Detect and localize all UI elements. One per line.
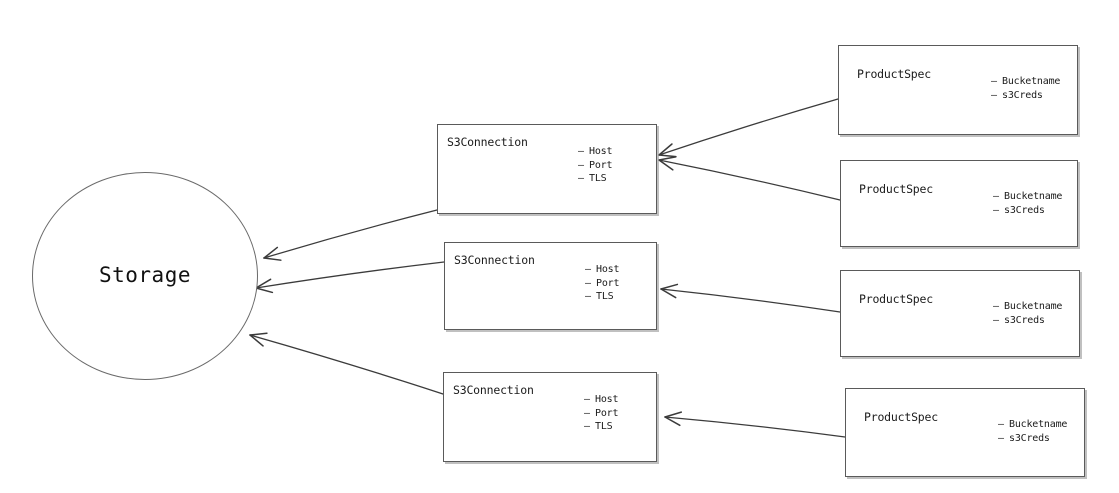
arrowhead-barb-2 xyxy=(249,334,264,347)
attribute-row: –Host xyxy=(585,263,619,277)
s3connection-3-title: S3Connection xyxy=(453,383,534,397)
attribute-row: –TLS xyxy=(585,290,619,304)
arrowhead-barb-2 xyxy=(658,159,674,171)
arrowhead-barb-2 xyxy=(664,416,681,427)
attribute-row: –Bucketname xyxy=(993,300,1062,314)
attribute-label: Host xyxy=(589,146,613,157)
productspec-3-attribute-list: –Bucketname–s3Creds xyxy=(993,300,1062,327)
productspec-4[interactable] xyxy=(845,388,1085,477)
arrowhead-barb-2 xyxy=(255,287,274,294)
attribute-row: –TLS xyxy=(578,172,612,186)
productspec-1-title: ProductSpec xyxy=(857,67,931,81)
arrow-spec1-to-conn1 xyxy=(658,98,839,158)
s3connection-1[interactable] xyxy=(437,124,657,214)
attribute-row: –s3Creds xyxy=(993,314,1062,328)
attribute-label: Port xyxy=(596,277,620,289)
bullet-dash-icon: – xyxy=(998,419,1004,430)
arrowhead-barb-1 xyxy=(664,411,683,418)
bullet-dash-icon: – xyxy=(584,394,590,405)
attribute-label: TLS xyxy=(595,421,613,432)
storage-node[interactable] xyxy=(32,172,258,380)
s3connection-2-title: S3Connection xyxy=(454,253,535,267)
productspec-4-attribute-list: –Bucketname–s3Creds xyxy=(998,418,1067,445)
productspec-2-title: ProductSpec xyxy=(859,182,933,196)
bullet-dash-icon: – xyxy=(585,264,591,275)
attribute-row: –s3Creds xyxy=(991,89,1060,103)
attribute-label: Host xyxy=(596,264,620,275)
productspec-3-title: ProductSpec xyxy=(859,292,933,306)
attribute-label: Bucketname xyxy=(1002,76,1061,87)
bullet-dash-icon: – xyxy=(993,301,999,312)
bullet-dash-icon: – xyxy=(991,89,997,101)
attribute-label: s3Creds xyxy=(1009,432,1050,444)
attribute-label: TLS xyxy=(589,173,607,184)
arrowhead-barb-2 xyxy=(263,257,282,261)
attribute-row: –Bucketname xyxy=(991,75,1060,89)
attribute-row: –s3Creds xyxy=(998,432,1067,446)
attribute-label: s3Creds xyxy=(1004,314,1045,326)
attribute-row: –Port xyxy=(584,407,618,421)
s3connection-3-attribute-list: –Host–Port–TLS xyxy=(584,393,618,434)
productspec-1[interactable] xyxy=(838,45,1078,135)
s3connection-2-attribute-list: –Host–Port–TLS xyxy=(585,263,619,304)
bullet-dash-icon: – xyxy=(991,76,997,87)
attribute-row: –TLS xyxy=(584,420,618,434)
attribute-label: TLS xyxy=(596,291,614,302)
bullet-dash-icon: – xyxy=(993,314,999,326)
arrowhead-barb-2 xyxy=(660,288,677,299)
bullet-dash-icon: – xyxy=(998,432,1004,444)
attribute-label: Port xyxy=(589,159,613,171)
bullet-dash-icon: – xyxy=(585,277,591,289)
attribute-row: –Host xyxy=(584,393,618,407)
arrow-conn3-to-storage xyxy=(249,332,444,395)
attribute-row: –Bucketname xyxy=(998,418,1067,432)
attribute-label: Port xyxy=(595,407,619,419)
attribute-label: Host xyxy=(595,394,619,405)
bullet-dash-icon: – xyxy=(578,146,584,157)
attribute-label: s3Creds xyxy=(1002,89,1043,101)
arrowhead-barb-1 xyxy=(658,156,677,161)
attribute-row: –Host xyxy=(578,145,612,159)
attribute-label: Bucketname xyxy=(1004,191,1063,202)
attribute-label: s3Creds xyxy=(1004,204,1045,216)
arrowhead-barb-1 xyxy=(255,278,272,289)
productspec-2-attribute-list: –Bucketname–s3Creds xyxy=(993,190,1062,217)
productspec-3[interactable] xyxy=(840,270,1080,357)
arrow-conn1-to-storage xyxy=(263,209,438,261)
arrowhead-barb-1 xyxy=(249,332,268,336)
s3connection-1-attribute-list: –Host–Port–TLS xyxy=(578,145,612,186)
arrow-spec4-to-conn3 xyxy=(664,411,846,438)
attribute-label: Bucketname xyxy=(1009,419,1068,430)
bullet-dash-icon: – xyxy=(585,291,591,302)
arrow-spec3-to-conn2 xyxy=(660,283,841,313)
arrowhead-barb-1 xyxy=(263,246,279,259)
attribute-row: –s3Creds xyxy=(993,204,1062,218)
arrow-conn2-to-storage xyxy=(255,261,445,294)
attribute-row: –Bucketname xyxy=(993,190,1062,204)
arrow-spec2-to-conn1 xyxy=(658,156,841,201)
productspec-1-attribute-list: –Bucketname–s3Creds xyxy=(991,75,1060,102)
arrowhead-barb-2 xyxy=(658,154,677,158)
arrowhead-barb-1 xyxy=(658,143,673,156)
bullet-dash-icon: – xyxy=(584,407,590,419)
bullet-dash-icon: – xyxy=(993,191,999,202)
bullet-dash-icon: – xyxy=(584,421,590,432)
storage-label: Storage xyxy=(98,263,191,287)
attribute-label: Bucketname xyxy=(1004,301,1063,312)
productspec-2[interactable] xyxy=(840,160,1078,247)
productspec-4-title: ProductSpec xyxy=(864,410,938,424)
s3connection-1-title: S3Connection xyxy=(447,135,528,149)
attribute-row: –Port xyxy=(578,159,612,173)
bullet-dash-icon: – xyxy=(993,204,999,216)
arrowhead-barb-1 xyxy=(660,283,679,290)
s3connection-3[interactable] xyxy=(443,372,657,462)
s3connection-2[interactable] xyxy=(444,242,657,330)
attribute-row: –Port xyxy=(585,277,619,291)
bullet-dash-icon: – xyxy=(578,159,584,171)
bullet-dash-icon: – xyxy=(578,173,584,184)
